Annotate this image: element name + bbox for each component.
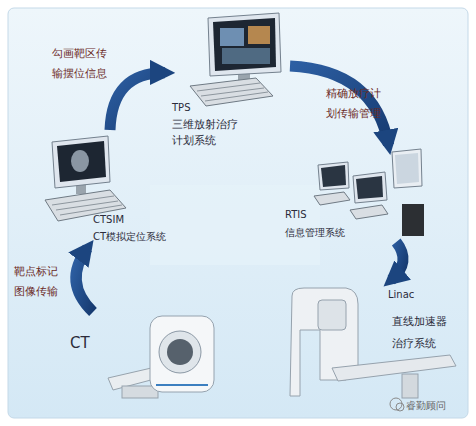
- couch-base: [402, 374, 418, 398]
- screen-image: [248, 26, 270, 44]
- monitor-screen: [213, 18, 276, 71]
- ctsim-device: CTSIM CT模拟定位系统: [35, 130, 185, 248]
- tps-device: TPS三维放射治疗 计划系统: [165, 12, 290, 147]
- monitor: [208, 13, 281, 76]
- panel-background: [8, 8, 468, 418]
- keyboard: [350, 205, 388, 219]
- edge-label: 勾画靶区传 输摆位信息: [52, 44, 116, 84]
- linac-device: Linac 直线加速器 治疗系统: [245, 280, 460, 408]
- monitor: [353, 172, 387, 203]
- monitor-screen: [356, 176, 383, 199]
- screen-image: [222, 48, 270, 64]
- ct-gantry: [150, 316, 214, 392]
- rtis-device: RTIS 信息管理系统: [280, 145, 435, 242]
- treatment-couch: [332, 355, 456, 381]
- ct-bore: [167, 339, 193, 365]
- device-name: CT: [70, 334, 110, 352]
- keyboard-keys: [197, 83, 268, 101]
- computer-tower: [402, 204, 424, 236]
- flow-arrow: [76, 248, 93, 312]
- flow-arrow: [110, 73, 165, 130]
- device-name: CTSIM: [93, 213, 173, 227]
- flow-arrow: [391, 242, 403, 280]
- device-description: 三维放射治疗 计划系统: [172, 116, 242, 148]
- ct-device: CT: [62, 312, 217, 404]
- linac-head: [318, 300, 346, 330]
- keyboard-keys: [52, 196, 122, 215]
- device-description: CT模拟定位系统: [93, 230, 185, 244]
- watermark-icon: [396, 403, 404, 411]
- ct-stripe: [156, 384, 208, 386]
- monitor-screen: [321, 165, 346, 187]
- ct-ring: [159, 331, 201, 373]
- keyboard: [190, 78, 273, 106]
- screen-image: [71, 150, 89, 172]
- screen-image: [220, 28, 244, 46]
- watermark: 睿勤顾问: [406, 398, 466, 414]
- device-name: Linac: [388, 288, 448, 302]
- device-description: 信息管理系统: [285, 226, 365, 240]
- flow-arrow: [290, 66, 389, 145]
- monitor: [318, 162, 349, 190]
- keyboard: [314, 192, 350, 205]
- panel-highlight: [150, 185, 320, 265]
- monitor-screen: [395, 153, 419, 184]
- device-name: RTIS: [285, 208, 345, 222]
- edge-label: 精确放疗计 划传输管理: [326, 84, 390, 124]
- device-description: 直线加速器 治疗系统: [392, 310, 450, 354]
- monitor: [52, 136, 110, 188]
- monitor-screen: [57, 141, 106, 182]
- monitor: [392, 149, 422, 188]
- edge-label: 靶点标记 图像传输: [14, 262, 70, 302]
- device-name: TPS: [172, 101, 232, 115]
